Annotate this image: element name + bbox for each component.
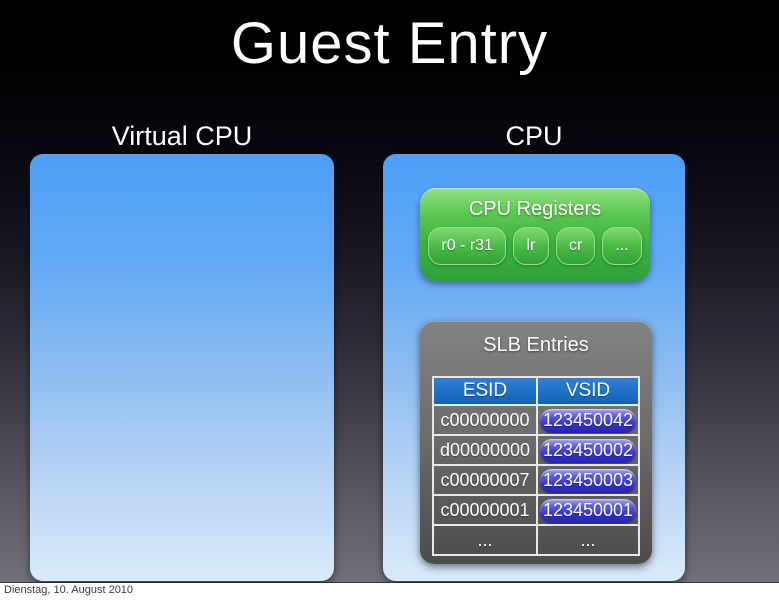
cpu-panel: CPU Registers r0 - r31 lr cr ... SLB Ent… [383,154,685,581]
esid-cell: c00000000 [440,410,530,430]
vsid-pill: 123450002 [540,439,636,463]
table-row: c00000007 123450003 [434,464,638,494]
footer-strip: Dienstag, 10. August 2010 [0,583,779,600]
vsid-cell: 123450002 [536,436,638,464]
vsid-cell: 123450042 [536,406,638,434]
virtual-cpu-panel [30,154,334,581]
cpu-registers-row: r0 - r31 lr cr ... [420,227,650,265]
vsid-pill: 123450003 [540,469,636,493]
page-title: Guest Entry [230,11,549,76]
vsid-pill: 123450042 [540,409,636,433]
esid-cell: ... [477,530,493,550]
virtual-cpu-label: Virtual CPU [111,121,253,151]
slb-entries-title: SLB Entries [483,334,589,356]
vsid-pill: 123450001 [540,499,636,523]
esid-header: ESID [462,380,508,401]
vsid-cell: 123450003 [536,466,638,494]
table-row-ellipsis: ... ... [434,524,638,554]
esid-cell: c00000001 [440,500,530,520]
cpu-registers-title: CPU Registers [468,198,602,220]
table-row: c00000000 123450042 [434,404,638,434]
slide-background: Guest Entry Virtual CPU CPU CPU Register… [0,0,779,583]
slb-table: ESID VSID c00000000 123450042 d00000000 … [432,376,640,556]
slide-date: Dienstag, 10. August 2010 [4,584,134,596]
register-lr: lr [512,227,549,265]
table-row: d00000000 123450002 [434,434,638,464]
register-cr: cr [555,227,596,265]
slb-table-header: ESID VSID [434,378,638,404]
esid-cell: d00000000 [439,440,531,460]
vsid-cell: ... [536,526,638,554]
register-more: ... [602,227,642,265]
register-r0-r31: r0 - r31 [428,227,506,265]
slb-entries-box: SLB Entries ESID VSID c00000000 12345004… [420,321,652,564]
vsid-header: VSID [536,378,638,404]
esid-cell: c00000007 [440,470,530,490]
table-row: c00000001 123450001 [434,494,638,524]
cpu-label: CPU [505,121,563,151]
vsid-cell: 123450001 [536,496,638,524]
cpu-registers-box: CPU Registers r0 - r31 lr cr ... [420,188,650,281]
